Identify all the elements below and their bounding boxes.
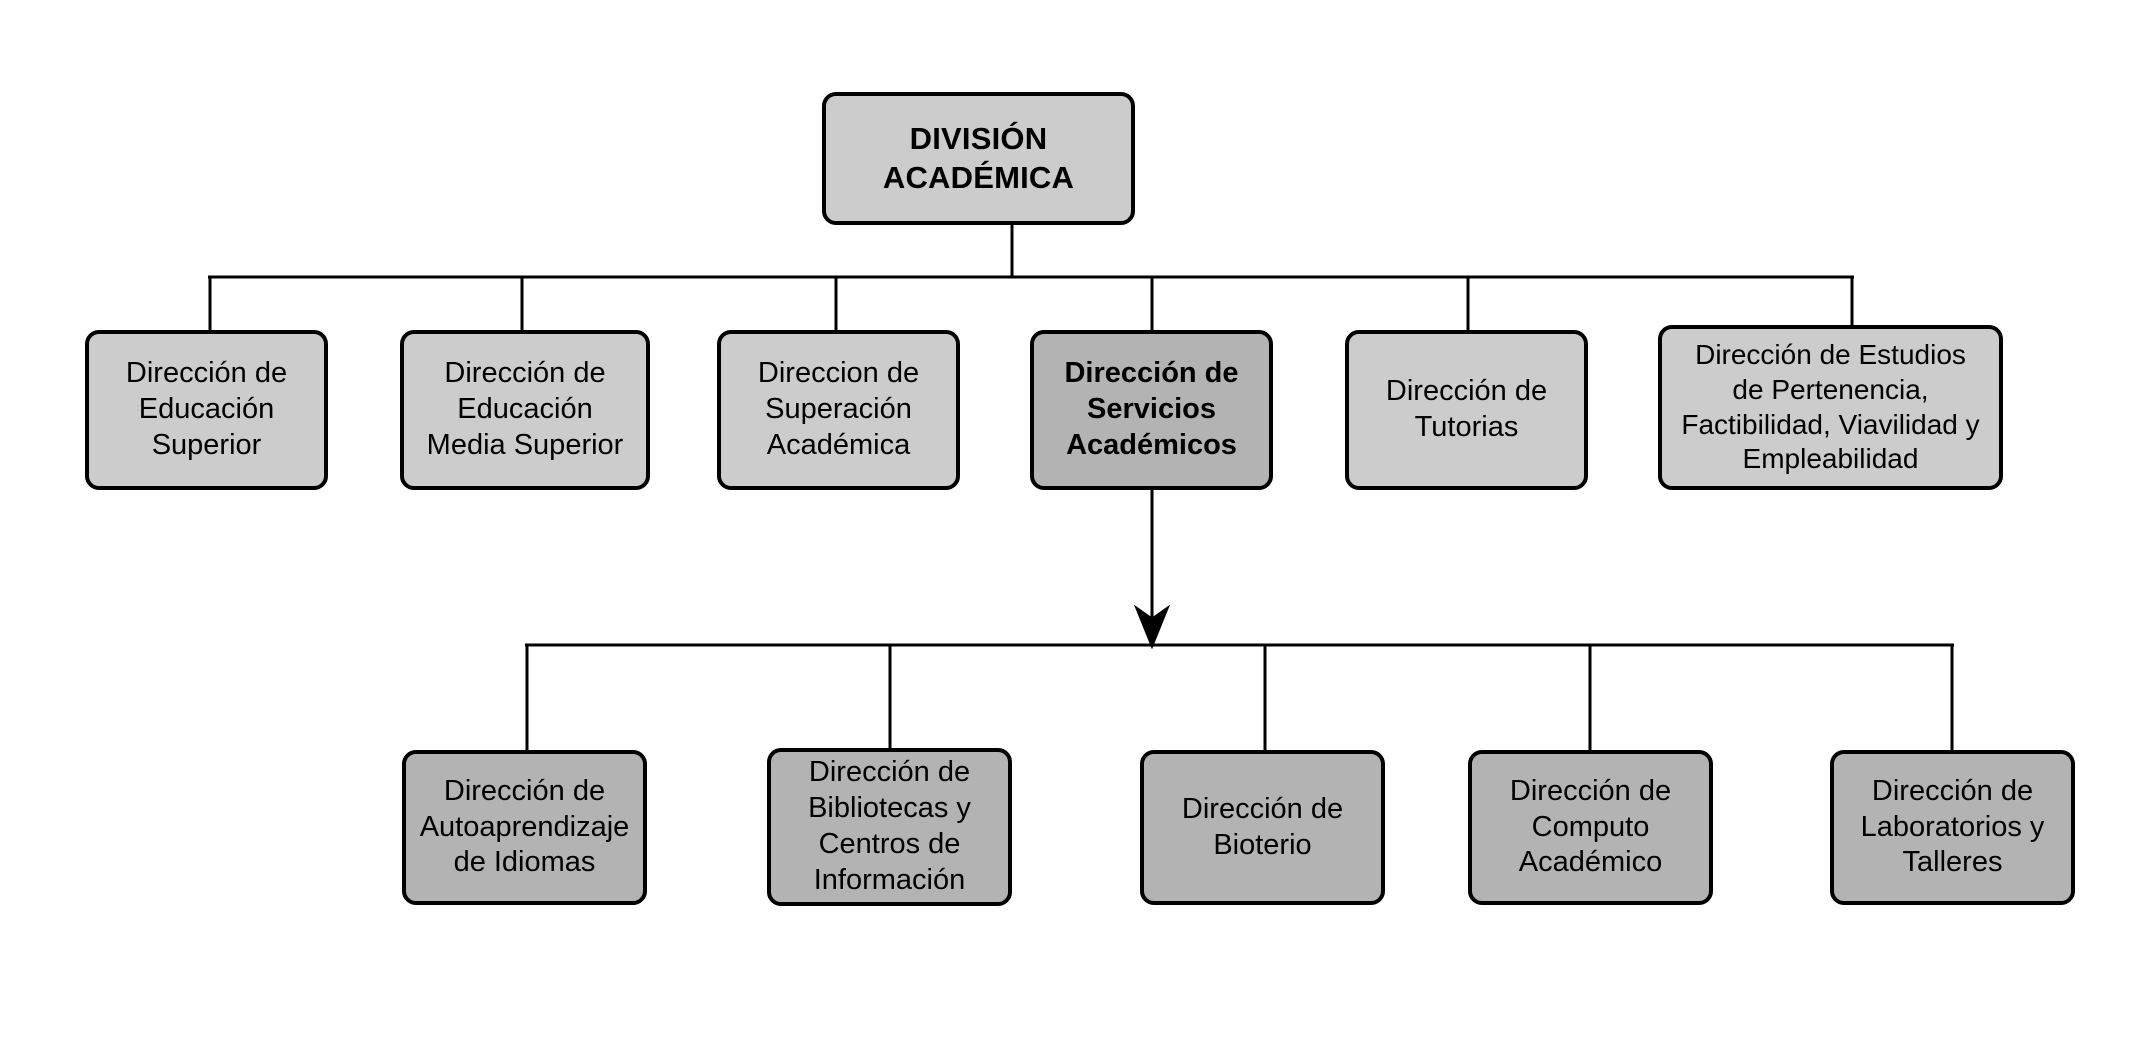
node-computo-academico[interactable]: Dirección de Computo Académico bbox=[1468, 750, 1713, 905]
node-tutorias[interactable]: Dirección de Tutorias bbox=[1345, 330, 1588, 490]
node-superacion-academica[interactable]: Direccion de Superación Académica bbox=[717, 330, 960, 490]
node-bioterio[interactable]: Dirección de Bioterio bbox=[1140, 750, 1385, 905]
node-educacion-media-superior[interactable]: Dirección de Educación Media Superior bbox=[400, 330, 650, 490]
node-bibliotecas-centros-informacion[interactable]: Dirección de Bibliotecas y Centros de In… bbox=[767, 748, 1012, 906]
node-autoaprendizaje-idiomas[interactable]: Dirección de Autoaprendizaje de Idiomas bbox=[402, 750, 647, 905]
node-laboratorios-talleres[interactable]: Dirección de Laboratorios y Talleres bbox=[1830, 750, 2075, 905]
node-division-academica[interactable]: DIVISIÓN ACADÉMICA bbox=[822, 92, 1135, 225]
arrowhead-icon bbox=[1133, 604, 1171, 650]
node-servicios-academicos[interactable]: Dirección de Servicios Académicos bbox=[1030, 330, 1273, 490]
node-educacion-superior[interactable]: Dirección de Educación Superior bbox=[85, 330, 328, 490]
node-estudios-pertenencia[interactable]: Dirección de Estudios de Pertenencia, Fa… bbox=[1658, 325, 2003, 490]
